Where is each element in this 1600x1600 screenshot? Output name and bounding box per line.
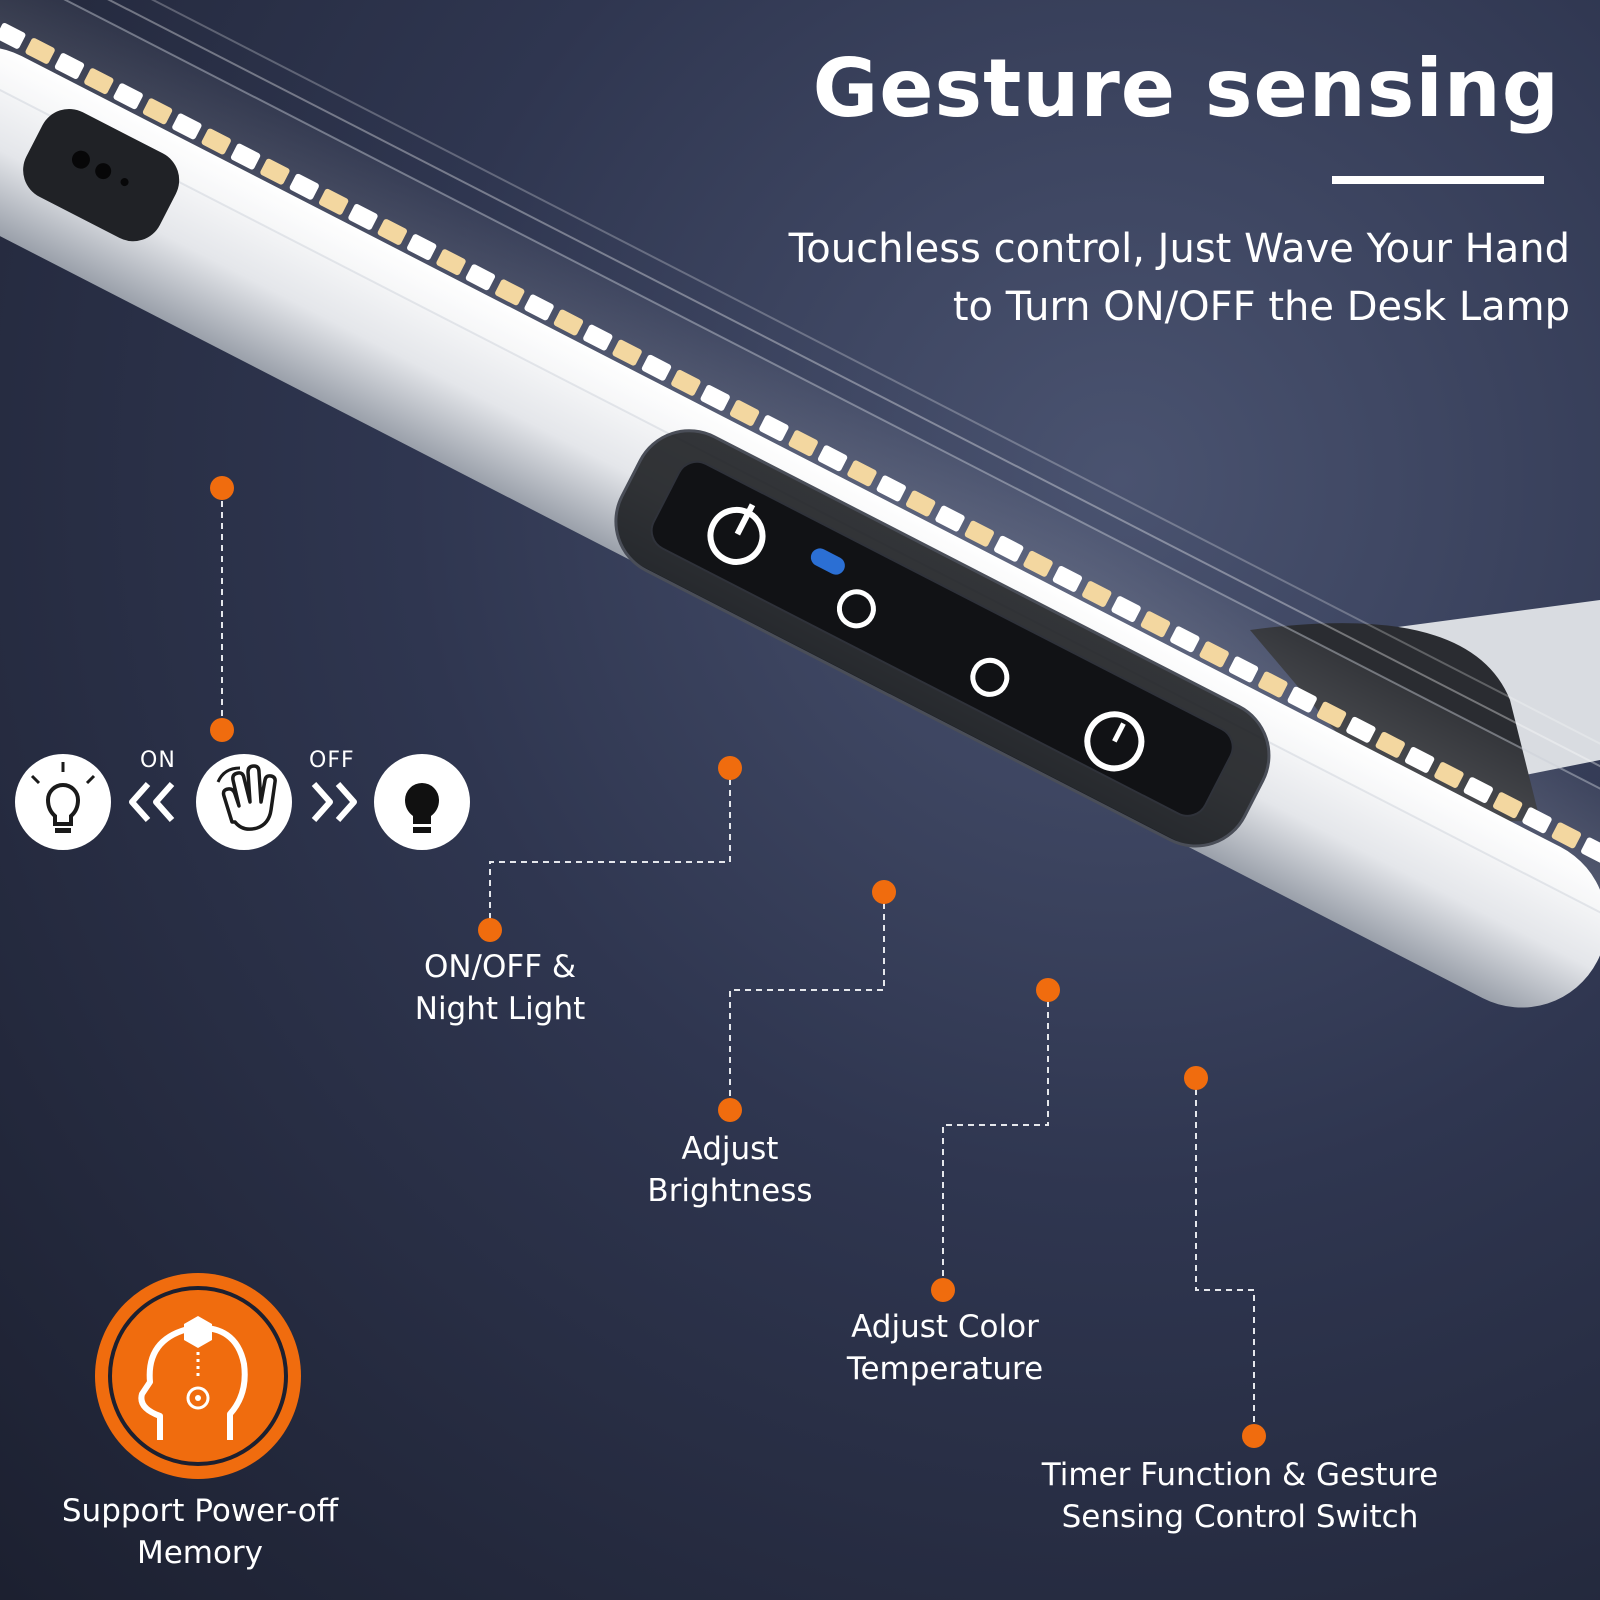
led-segment	[436, 249, 466, 276]
callout-adjust-brightness: Adjust Brightness	[647, 1131, 813, 1209]
led-segment	[847, 460, 877, 487]
led-segment	[25, 38, 55, 64]
led-segment	[1493, 792, 1523, 819]
led-segment	[319, 188, 349, 215]
light-bar	[0, 0, 1600, 1008]
led-segment	[524, 294, 554, 321]
led-segment	[289, 173, 319, 200]
led-segment	[407, 234, 437, 260]
led-segment	[1228, 656, 1259, 683]
callout-lines	[221, 490, 1255, 1436]
led-segment	[1052, 566, 1083, 592]
led-segment	[172, 113, 202, 140]
led-segment	[1199, 641, 1229, 668]
led-segment	[1551, 822, 1582, 849]
callout-dots	[210, 476, 1266, 1448]
page-subtitle: Touchless control, Just Wave Your Hand t…	[788, 226, 1570, 330]
led-strip	[0, 22, 1600, 864]
led-segment	[906, 490, 936, 517]
led-segment	[1140, 611, 1171, 638]
led-segment	[1522, 807, 1552, 834]
led-segment	[1581, 837, 1600, 864]
callout-adjust-color-temperature: Adjust Color Temperature	[846, 1309, 1044, 1387]
led-segment	[1258, 671, 1288, 698]
led-segment	[495, 279, 525, 306]
led-segment	[876, 475, 906, 502]
led-segment	[700, 385, 730, 411]
callout-timer-gesture-switch: Timer Function & Gesture Sensing Control…	[1041, 1457, 1439, 1535]
led-segment	[54, 53, 85, 79]
on-label: ON	[140, 748, 176, 773]
led-segment	[1111, 596, 1141, 623]
head-memory-icon	[95, 1273, 301, 1479]
dark-bulb-icon	[374, 754, 470, 850]
led-segment	[788, 430, 818, 457]
led-segment	[641, 354, 672, 381]
sun-outline-icon	[970, 657, 1010, 697]
led-segment	[1082, 581, 1112, 607]
clock-icon	[1084, 711, 1145, 772]
led-segment	[84, 68, 114, 95]
led-segment	[1316, 701, 1347, 728]
led-segment	[348, 204, 378, 230]
hand-wave-icon	[196, 754, 292, 850]
double-chevron-right-icon	[311, 782, 357, 822]
led-segment	[260, 158, 290, 185]
callout-on-off-night-light: ON/OFF & Night Light	[414, 949, 586, 1027]
led-segment	[553, 309, 584, 336]
led-segment	[935, 505, 965, 532]
led-segment	[1170, 626, 1200, 653]
memory-badge-label: Support Power-off Memory	[61, 1493, 339, 1571]
led-segment	[113, 83, 143, 110]
led-segment	[1404, 747, 1435, 773]
led-segment	[1463, 777, 1493, 804]
led-segment	[377, 219, 407, 245]
double-chevron-left-icon	[129, 782, 175, 822]
led-segment	[612, 339, 642, 366]
led-segment	[465, 264, 496, 291]
led-segment	[1346, 716, 1376, 743]
page-title: Gesture sensing	[812, 42, 1560, 135]
led-segment	[759, 415, 789, 441]
led-segment	[729, 400, 760, 426]
led-segment	[230, 143, 261, 170]
off-label: OFF	[309, 748, 355, 773]
title-underline	[1332, 176, 1544, 184]
led-segment	[671, 369, 701, 396]
led-segment	[583, 324, 613, 351]
led-segment	[1434, 762, 1464, 788]
lit-bulb-icon	[15, 754, 111, 850]
led-segment	[1287, 686, 1317, 713]
led-segment	[142, 98, 173, 125]
led-segment	[1023, 550, 1053, 577]
sun-icon	[836, 589, 876, 629]
gesture-demo	[15, 754, 470, 850]
led-segment	[817, 445, 848, 472]
led-segment	[201, 128, 231, 155]
led-segment	[0, 22, 26, 49]
led-segment	[994, 535, 1024, 562]
led-segment	[964, 520, 994, 547]
led-segment	[1375, 731, 1405, 758]
